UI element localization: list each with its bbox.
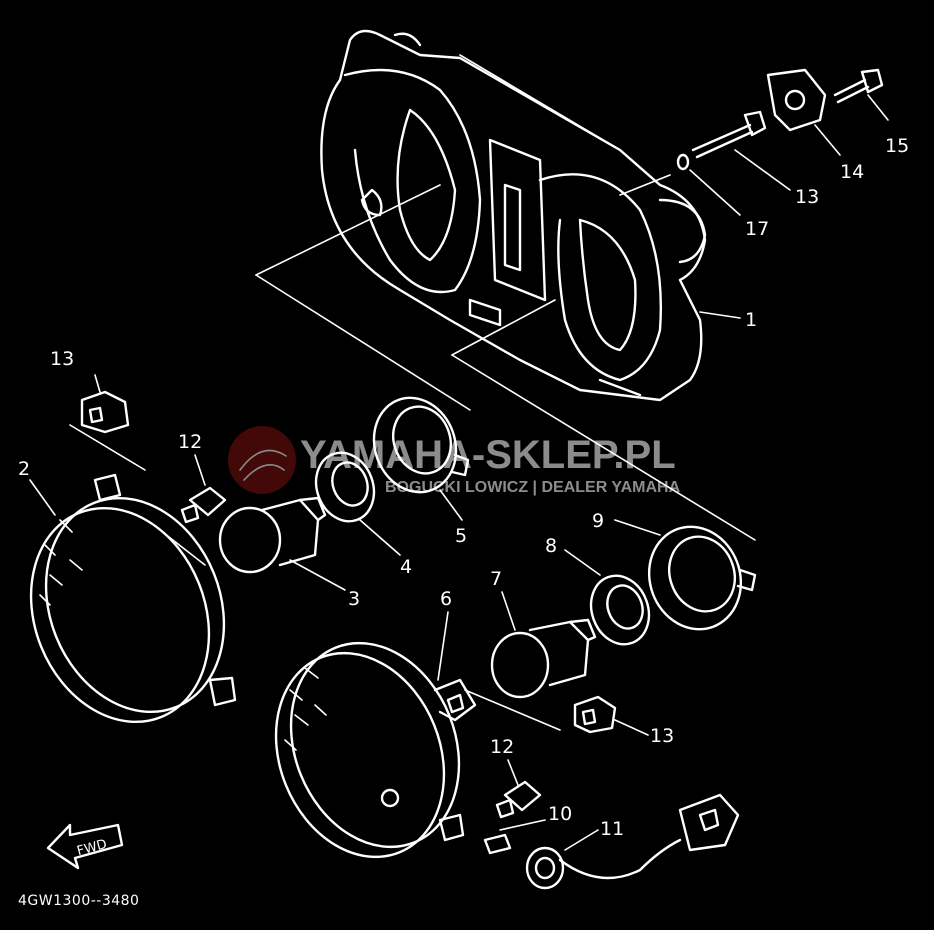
callout-12-upper: 12 (178, 431, 202, 453)
part-bulb-small-upper (180, 454, 227, 524)
part-bulb-holder-right (564, 549, 651, 646)
part-lens-unit-left (29, 473, 237, 724)
part-bulb-holder-left (314, 451, 401, 556)
part-cover-right (614, 519, 757, 631)
callout-5: 5 (455, 525, 467, 547)
part-socket-upper (69, 374, 146, 471)
callout-15: 14 (840, 161, 864, 183)
part-screw (833, 68, 889, 121)
callout-1: 1 (745, 309, 757, 331)
part-lens-unit-right (274, 611, 561, 859)
watermark-brand: YAMAHA-SKLEP.PL (300, 433, 676, 477)
callout-14: 13 (795, 186, 819, 208)
fwd-arrow-icon: FWD (46, 823, 124, 870)
part-headlight-bulb-right (490, 591, 597, 699)
part-bracket-clip (766, 68, 841, 156)
part-adjusting-screw (691, 110, 791, 191)
callout-17: 17 (745, 218, 769, 240)
callout-9: 9 (592, 510, 604, 532)
callout-4: 4 (400, 556, 412, 578)
callout-8: 8 (545, 535, 557, 557)
reference-lines-upper (255, 54, 756, 541)
part-socket-wire (525, 793, 740, 890)
part-headlight-bulb-left (218, 496, 346, 591)
callout-11: 11 (600, 818, 624, 840)
part-o-ring (676, 153, 741, 216)
watermark-logo-icon (228, 426, 296, 494)
callout-13-lower: 13 (650, 725, 674, 747)
callout-2: 2 (18, 458, 30, 480)
callout-10: 10 (548, 803, 572, 825)
callout-12-lower: 12 (490, 736, 514, 758)
part-cover-left (372, 396, 470, 521)
callout-6: 6 (440, 588, 452, 610)
part-bulb-small-lower (495, 759, 542, 819)
watermark-subline: BOGUCKI LOWICZ | DEALER YAMAHA (385, 479, 681, 496)
callout-13-upper: 13 (50, 348, 74, 370)
part-bulb-tiny (483, 819, 546, 855)
callout-3: 3 (348, 588, 360, 610)
fwd-arrow-label: FWD (75, 837, 108, 859)
callout-7: 7 (490, 568, 502, 590)
callout-16: 15 (885, 135, 909, 157)
part-code: 4GW1300--3480 (18, 893, 139, 909)
part-socket-lower (573, 695, 649, 736)
part-headlight-housing (320, 29, 741, 402)
